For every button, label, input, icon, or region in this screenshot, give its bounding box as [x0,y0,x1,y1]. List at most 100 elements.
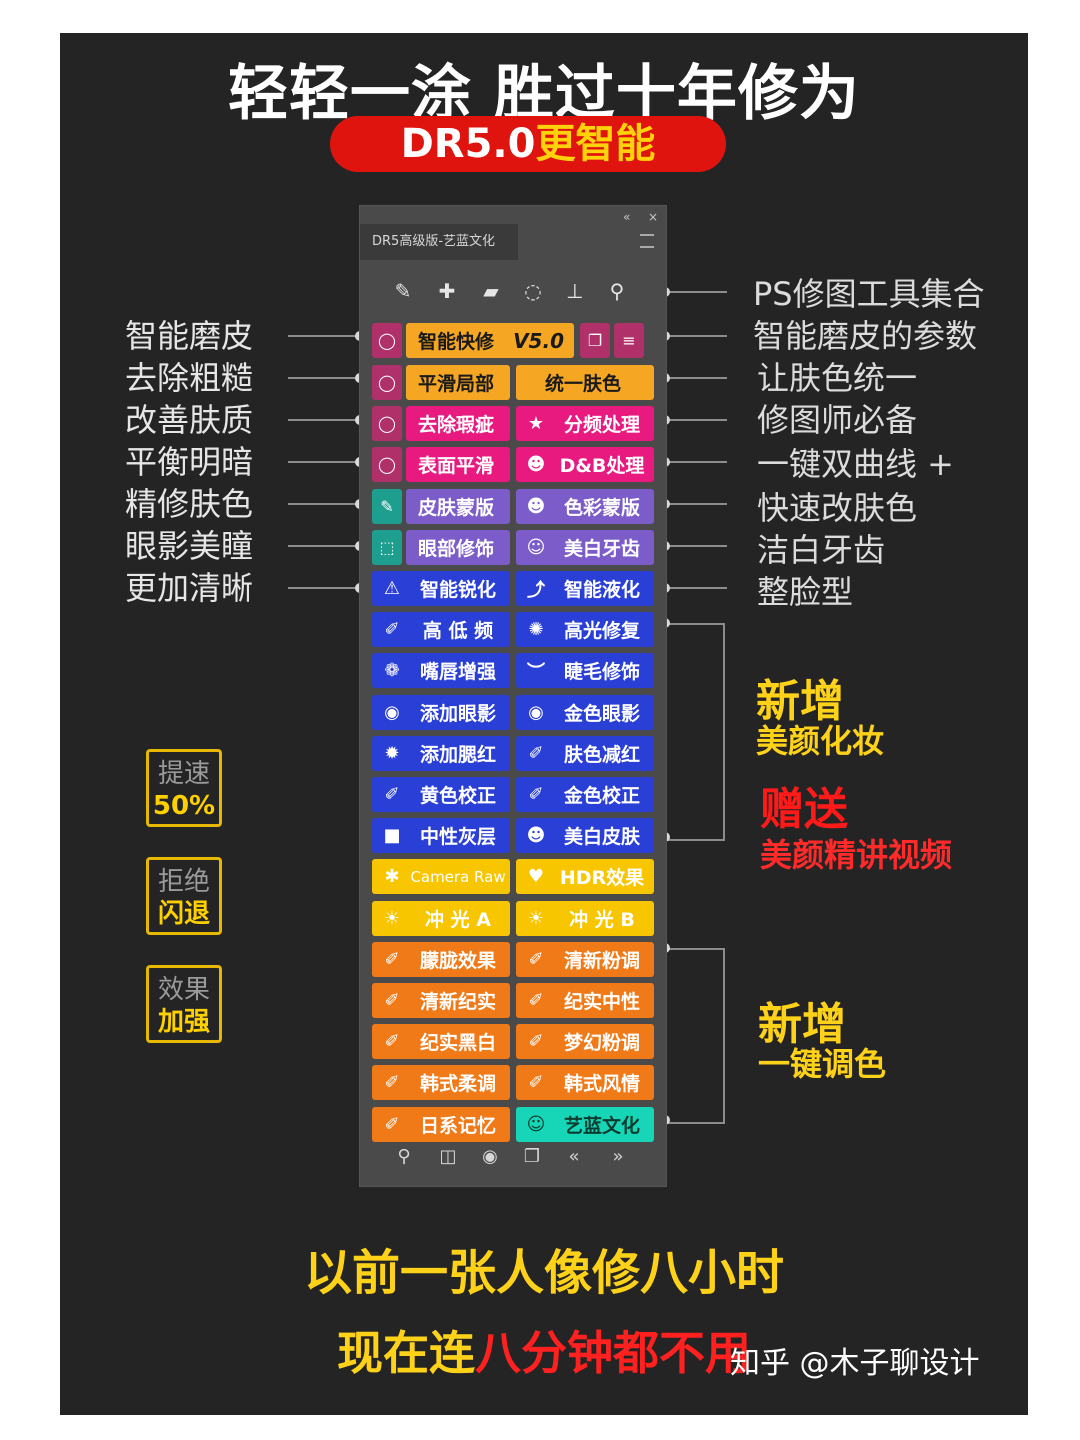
tool-button[interactable]: ◉金色眼影 [516,695,654,730]
tool-button-label: 纪实中性 [563,991,640,1013]
brush-icon: ✐ [384,990,400,1011]
tool-button[interactable]: ☻ D&B处理 [516,447,654,482]
eye-icon[interactable]: ◉ [482,1146,498,1167]
tool-button[interactable]: ✐朦胧效果 [372,942,510,977]
next-icon[interactable]: » [612,1146,624,1167]
tool-button[interactable]: ✹添加腮红 [372,736,510,771]
brush-icon: ✐ [384,1114,400,1135]
right-label-6: 快速改肤色 [757,489,918,527]
prev-icon[interactable]: « [568,1146,580,1167]
star-icon: ★ [527,413,545,434]
tool-button-label: 智能液化 [563,579,640,601]
tool-button[interactable]: ✐韩式风情 [516,1065,654,1100]
tool-button[interactable]: ✐日系记忆 [372,1107,510,1142]
marquee-tool-icon[interactable]: ◌ [524,279,542,303]
close-icon[interactable]: × [648,210,659,224]
tool-button[interactable]: ☺艺蓝文化 [516,1107,654,1142]
sun-icon: ☀ [383,908,401,929]
tool-button-label: 添加腮红 [419,744,496,766]
tool-button[interactable]: ☺美白牙齿 [516,530,654,565]
healing-tool-icon[interactable]: ✚ [438,279,456,303]
tool-button[interactable]: ✐肤色减红 [516,736,654,771]
connector-line [288,461,358,463]
group1-subtitle: 美颜化妆 [756,722,885,760]
right-label-2: 智能磨皮的参数 [753,317,978,355]
badge-line1: 拒绝 [157,867,210,897]
brush-tool-icon[interactable]: ✎ [394,279,412,303]
tool-button[interactable]: 平滑局部 [406,365,510,400]
mask-icon: ☺ [526,537,546,558]
tool-button[interactable]: ♥HDR效果 [516,859,654,894]
connector-line [667,503,727,505]
tool-button-label: 韩式柔调 [419,1073,496,1095]
liquify-icon: ⤴ [527,579,545,601]
tool-button[interactable]: ☀冲 光 B [516,901,654,936]
tool-button[interactable]: ✐金色校正 [516,777,654,812]
tool-button[interactable]: ✐纪实中性 [516,983,654,1018]
badge-speed: 提速 50% [146,749,222,827]
tool-button[interactable]: 统一肤色 [516,365,654,400]
search-icon[interactable]: ⚲ [397,1146,411,1167]
right-label-7: 洁白牙齿 [757,531,886,569]
tool-button[interactable]: ❁嘴唇增强 [372,653,510,688]
tool-button[interactable]: ✐清新粉调 [516,942,654,977]
tool-button[interactable]: ☀冲 光 A [372,901,510,936]
tool-button-label: 眼部修饰 [417,538,494,560]
stamp-tool-icon[interactable]: ⊥ [566,279,584,303]
panel-tab[interactable]: DR5高级版-艺蓝文化 [360,224,518,260]
dropper-icon[interactable]: ✎ [372,489,402,524]
tool-button[interactable]: ✺高光修复 [516,612,654,647]
tool-button-label: 美白皮肤 [563,826,640,848]
tool-button[interactable]: ☻色彩蒙版 [516,489,654,524]
tool-button[interactable]: ✱Camera Raw [372,859,510,894]
bracket-color [667,948,725,1124]
lasso-icon[interactable]: ◯ [372,406,402,441]
pill-version: DR5.0 [400,121,536,167]
face-icon: ☻ [526,454,546,475]
tool-button[interactable]: ⤴ 智能液化 [516,571,654,606]
tool-button[interactable]: ✐梦幻粉调 [516,1024,654,1059]
tool-button[interactable]: ✐黄色校正 [372,777,510,812]
tool-button[interactable]: ︶睫毛修饰 [516,653,654,688]
tool-button[interactable]: ✐高 低 频 [372,612,510,647]
tool-button[interactable]: 眼部修饰 [406,530,510,565]
dropper-icon: ✐ [384,784,400,805]
tool-button-label: 艺蓝文化 [563,1115,640,1137]
puppet-tool-icon[interactable]: ⚲ [609,279,625,303]
collapse-icon[interactable]: « [623,210,631,224]
face-icon: ☻ [526,496,546,517]
smart-retouch-button[interactable]: 智能快修 V5.0 [406,323,574,358]
tool-button[interactable]: ◉添加眼影 [372,695,510,730]
connector-line [667,461,727,463]
tool-button-label: 睫毛修饰 [563,661,640,683]
select-icon[interactable]: ⬚ [372,530,402,565]
pill-tagline: 更智能 [535,121,656,167]
settings-sliders-icon[interactable]: ≡ [614,323,644,358]
lasso-icon[interactable]: ◯ [372,323,402,358]
tool-button-label: Camera Raw [410,867,506,886]
tool-button[interactable]: ☻美白皮肤 [516,818,654,853]
tool-button[interactable]: 皮肤蒙版 [406,489,510,524]
group2-title: 新增 [758,999,846,1050]
tool-button[interactable]: ★分频处理 [516,406,654,441]
eraser-tool-icon[interactable]: ▰ [483,279,499,303]
connector-line [667,545,727,547]
right-label-4: 修图师必备 [757,401,918,439]
tool-button[interactable]: ■中性灰层 [372,818,510,853]
tool-button[interactable]: ✐韩式柔调 [372,1065,510,1100]
tool-button[interactable]: ⚠智能锐化 [372,571,510,606]
tool-button-label: 嘴唇增强 [419,661,496,683]
tool-button[interactable]: 表面平滑 [406,447,510,482]
tool-button[interactable]: ✐清新纪实 [372,983,510,1018]
lasso-icon[interactable]: ◯ [372,447,402,482]
tool-button[interactable]: 去除瑕疵 [406,406,510,441]
copy-icon[interactable]: ❐ [523,1146,541,1167]
tool-button-label: 添加眼影 [419,703,496,725]
lasso-icon[interactable]: ◯ [372,365,402,400]
tool-button-label: D&B处理 [559,455,645,477]
menu-icon[interactable] [640,234,654,248]
compare-icon[interactable]: ◫ [439,1146,457,1167]
tool-button[interactable]: ✐纪实黑白 [372,1024,510,1059]
layers-icon[interactable]: ❐ [580,323,610,358]
badge-line1: 提速 [157,759,210,789]
